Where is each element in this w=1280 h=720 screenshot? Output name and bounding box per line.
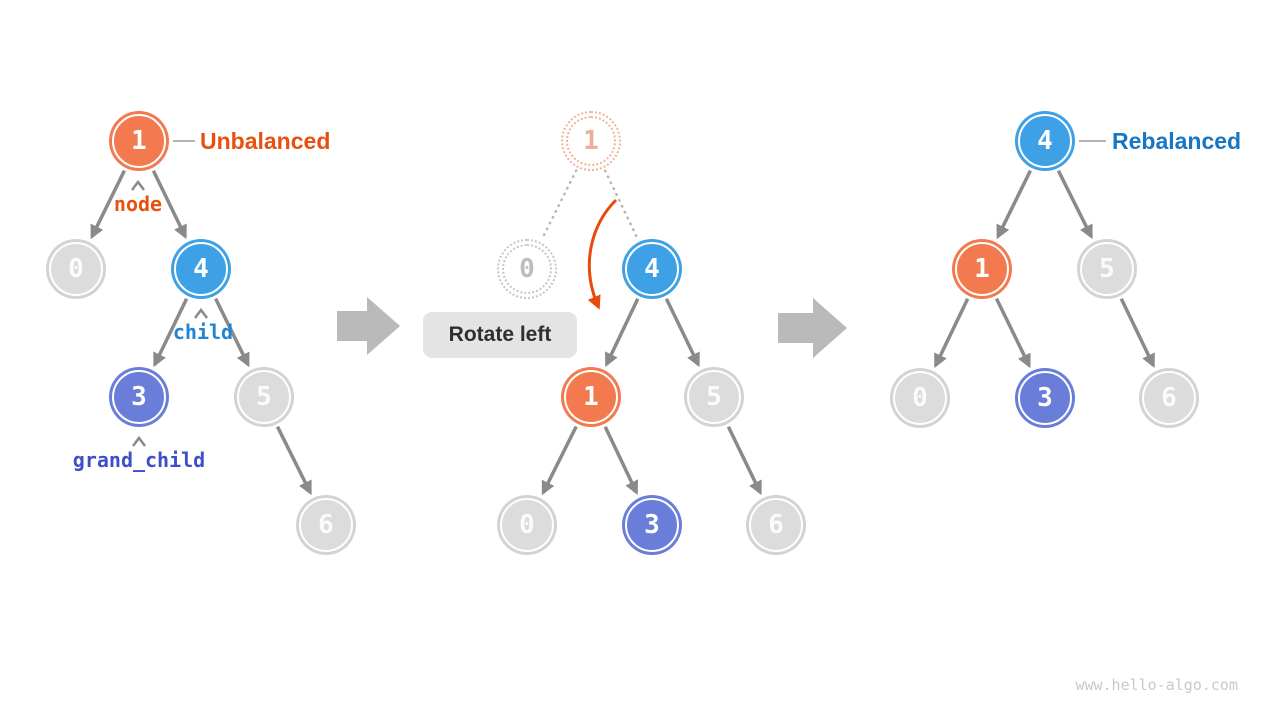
middle-tree-node-5: 5 [687, 370, 741, 424]
right-tree-node-3: 3 [1018, 371, 1072, 425]
middle-tree-node-3: 3 [625, 498, 679, 552]
edge-1-to-0 [934, 297, 970, 369]
edge-1-to-3 [603, 426, 639, 496]
right-tree-node-5: 5 [1080, 242, 1134, 296]
edge-4-to-1 [996, 169, 1032, 240]
edge-1-to-0 [541, 425, 578, 496]
edge-5-to-6 [726, 425, 762, 496]
middle-ghost-edges [541, 169, 638, 239]
ghost-edge-1-to-0 [541, 169, 578, 239]
middle-tree-node-0: 0 [500, 498, 554, 552]
left-tree-node-5: 5 [237, 370, 291, 424]
edge-4-to-5 [1056, 169, 1093, 240]
left-tree-node-6: 6 [299, 498, 353, 552]
step-arrow-icon-2 [778, 298, 847, 358]
left-tree-node-4: 4 [174, 242, 228, 296]
left-tree-node-1: 1 [112, 114, 166, 168]
middle-tree-node-1: 1 [564, 370, 618, 424]
unbalanced-label: Unbalanced [200, 128, 331, 154]
caret-grand-child-icon [132, 435, 146, 447]
left-tree-node-3: 3 [112, 370, 166, 424]
rebalanced-label: Rebalanced [1112, 128, 1242, 154]
left-tree-node-0: 0 [49, 242, 103, 296]
caret-child-icon [194, 307, 208, 319]
right-tree-node-6: 6 [1142, 371, 1196, 425]
rotate-left-badge: Rotate left [423, 312, 577, 358]
right-tree-node-4: 4 [1018, 114, 1072, 168]
edge-1-to-3 [994, 297, 1031, 369]
grand-child-pointer-label: grand_child [72, 448, 206, 472]
node-pointer-label: node [113, 192, 163, 216]
middle-tree-node-4: 4 [625, 242, 679, 296]
caret-node-icon [131, 179, 145, 191]
edge-5-to-6 [275, 425, 312, 496]
middle-tree-ghost-node-0: 0 [497, 239, 557, 299]
watermark: www.hello-algo.com [1075, 676, 1238, 694]
edge-4-to-1 [604, 298, 640, 368]
ghost-edge-1-to-4 [603, 169, 638, 238]
step-arrow-icon-1 [337, 297, 400, 355]
edge-4-to-5 [664, 297, 700, 368]
right-tree-node-0: 0 [893, 371, 947, 425]
middle-tree-node-6: 6 [749, 498, 803, 552]
right-tree-node-1: 1 [955, 242, 1009, 296]
middle-tree-ghost-node-1: 1 [561, 111, 621, 171]
edge-5-to-6 [1119, 297, 1155, 369]
rotate-left-arrow-icon [587, 198, 618, 310]
child-pointer-label: child [172, 320, 234, 344]
